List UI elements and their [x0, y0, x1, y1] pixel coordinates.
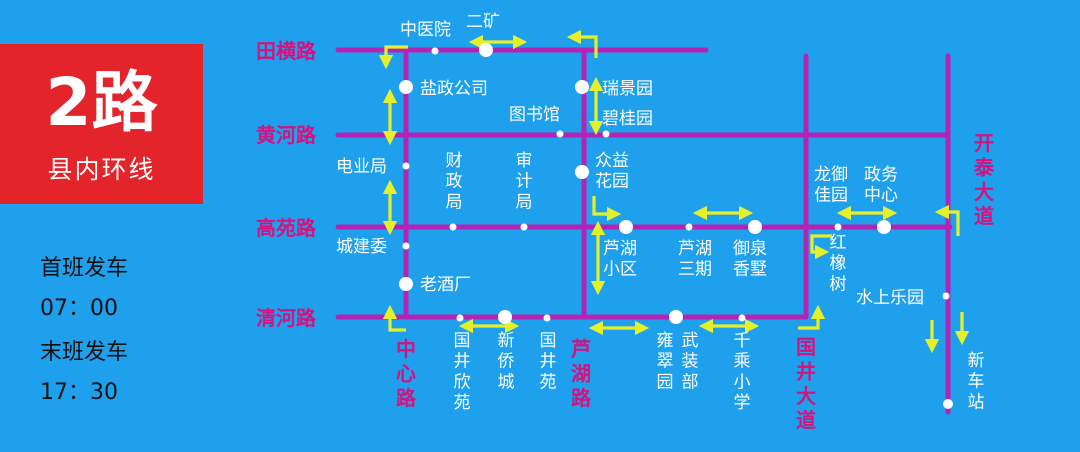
- stop-chengjian: 城建委: [336, 237, 387, 257]
- first-bus-label: 首班发车: [40, 256, 129, 281]
- stop-dot: [402, 242, 410, 250]
- road-label-tianheng: 田横路: [256, 39, 317, 63]
- arrow-icon: [378, 45, 408, 70]
- arrow-icon: [592, 196, 622, 222]
- stop-longyu: 龙御佳园: [814, 165, 848, 206]
- stop-dot: [619, 220, 633, 234]
- stop-erkuang: 二矿: [466, 12, 500, 32]
- arrow-icon: [566, 29, 598, 58]
- stop-dot: [738, 314, 746, 322]
- arrow-icon: [382, 304, 406, 332]
- stop-yanzheng: 盐政公司: [420, 79, 488, 99]
- last-bus-time: 17：30: [40, 380, 118, 405]
- first-bus-time: 07：00: [40, 296, 118, 321]
- stop-dot: [431, 47, 439, 55]
- stop-guojing-xy: 国井欣苑: [454, 331, 471, 413]
- stop-xinqiao: 新侨城: [498, 331, 515, 392]
- road-label-huanghe: 黄河路: [256, 123, 317, 147]
- road-label-qinghe: 清河路: [256, 306, 317, 330]
- stop-dot: [479, 43, 493, 57]
- stop-dot: [498, 310, 512, 324]
- stop-dot: [399, 277, 413, 291]
- stop-laojiu: 老酒厂: [420, 275, 471, 295]
- route-number: 2路: [45, 64, 158, 141]
- stop-dot: [449, 223, 457, 231]
- stop-shuishang: 水上乐园: [856, 288, 924, 308]
- stop-dot: [543, 314, 551, 322]
- stop-dot: [556, 130, 564, 138]
- stop-dot: [942, 292, 950, 300]
- stop-luhu-xq: 芦湖小区: [603, 239, 637, 280]
- road-label-zhongxin: 中心路: [396, 337, 417, 410]
- stop-dot: [520, 223, 528, 231]
- stop-bigui: 碧桂园: [602, 109, 653, 129]
- stop-dot: [669, 310, 683, 324]
- stop-yongcui: 雍翠园: [657, 331, 674, 392]
- stop-dot: [602, 130, 610, 138]
- stop-dot: [834, 223, 842, 231]
- route-badge: 2路 县内环线: [0, 44, 203, 204]
- stop-qiancheng: 千乘小学: [734, 331, 751, 413]
- stop-dot: [402, 162, 410, 170]
- stop-hongxiang: 红橡树: [830, 233, 847, 294]
- stop-luhu-sq: 芦湖三期: [678, 239, 712, 280]
- stop-dot: [877, 220, 891, 234]
- stop-ruijing: 瑞景园: [602, 79, 653, 99]
- road-label-luhu: 芦湖路: [571, 337, 592, 410]
- stop-shenji: 审计局: [516, 151, 533, 212]
- stop-dot: [685, 223, 693, 231]
- stop-zhengwu: 政务中心: [864, 165, 898, 206]
- stop-caizheng: 财政局: [446, 151, 463, 212]
- stop-wuzhuang: 武装部: [682, 331, 699, 392]
- stop-dot: [748, 220, 762, 234]
- stop-dot: [575, 80, 589, 94]
- stop-xinchezhan: 新车站: [968, 351, 985, 412]
- road-label-kaitai: 开泰大道: [973, 131, 995, 228]
- stop-dot: [456, 314, 464, 322]
- stop-dot: [943, 399, 953, 409]
- route-subtitle: 县内环线: [47, 155, 156, 184]
- stop-zhongyi: 众益花园: [595, 151, 629, 192]
- stop-zhongyiyuan: 中医院: [400, 20, 451, 40]
- stop-dot: [575, 165, 589, 179]
- stop-dot: [399, 80, 413, 94]
- stop-guojing-y: 国井苑: [540, 331, 557, 392]
- arrow-icon: [810, 234, 832, 260]
- road-label-guojing: 国井大道: [796, 335, 816, 432]
- last-bus-label: 末班发车: [40, 340, 129, 365]
- arrow-icon: [798, 304, 826, 330]
- stop-dianye: 电业局: [336, 157, 387, 177]
- stop-tushuguan: 图书馆: [509, 105, 560, 125]
- stop-yuquan: 御泉香墅: [733, 239, 767, 280]
- arrow-icon: [934, 204, 960, 236]
- road-label-gaoyuan: 高苑路: [256, 216, 317, 240]
